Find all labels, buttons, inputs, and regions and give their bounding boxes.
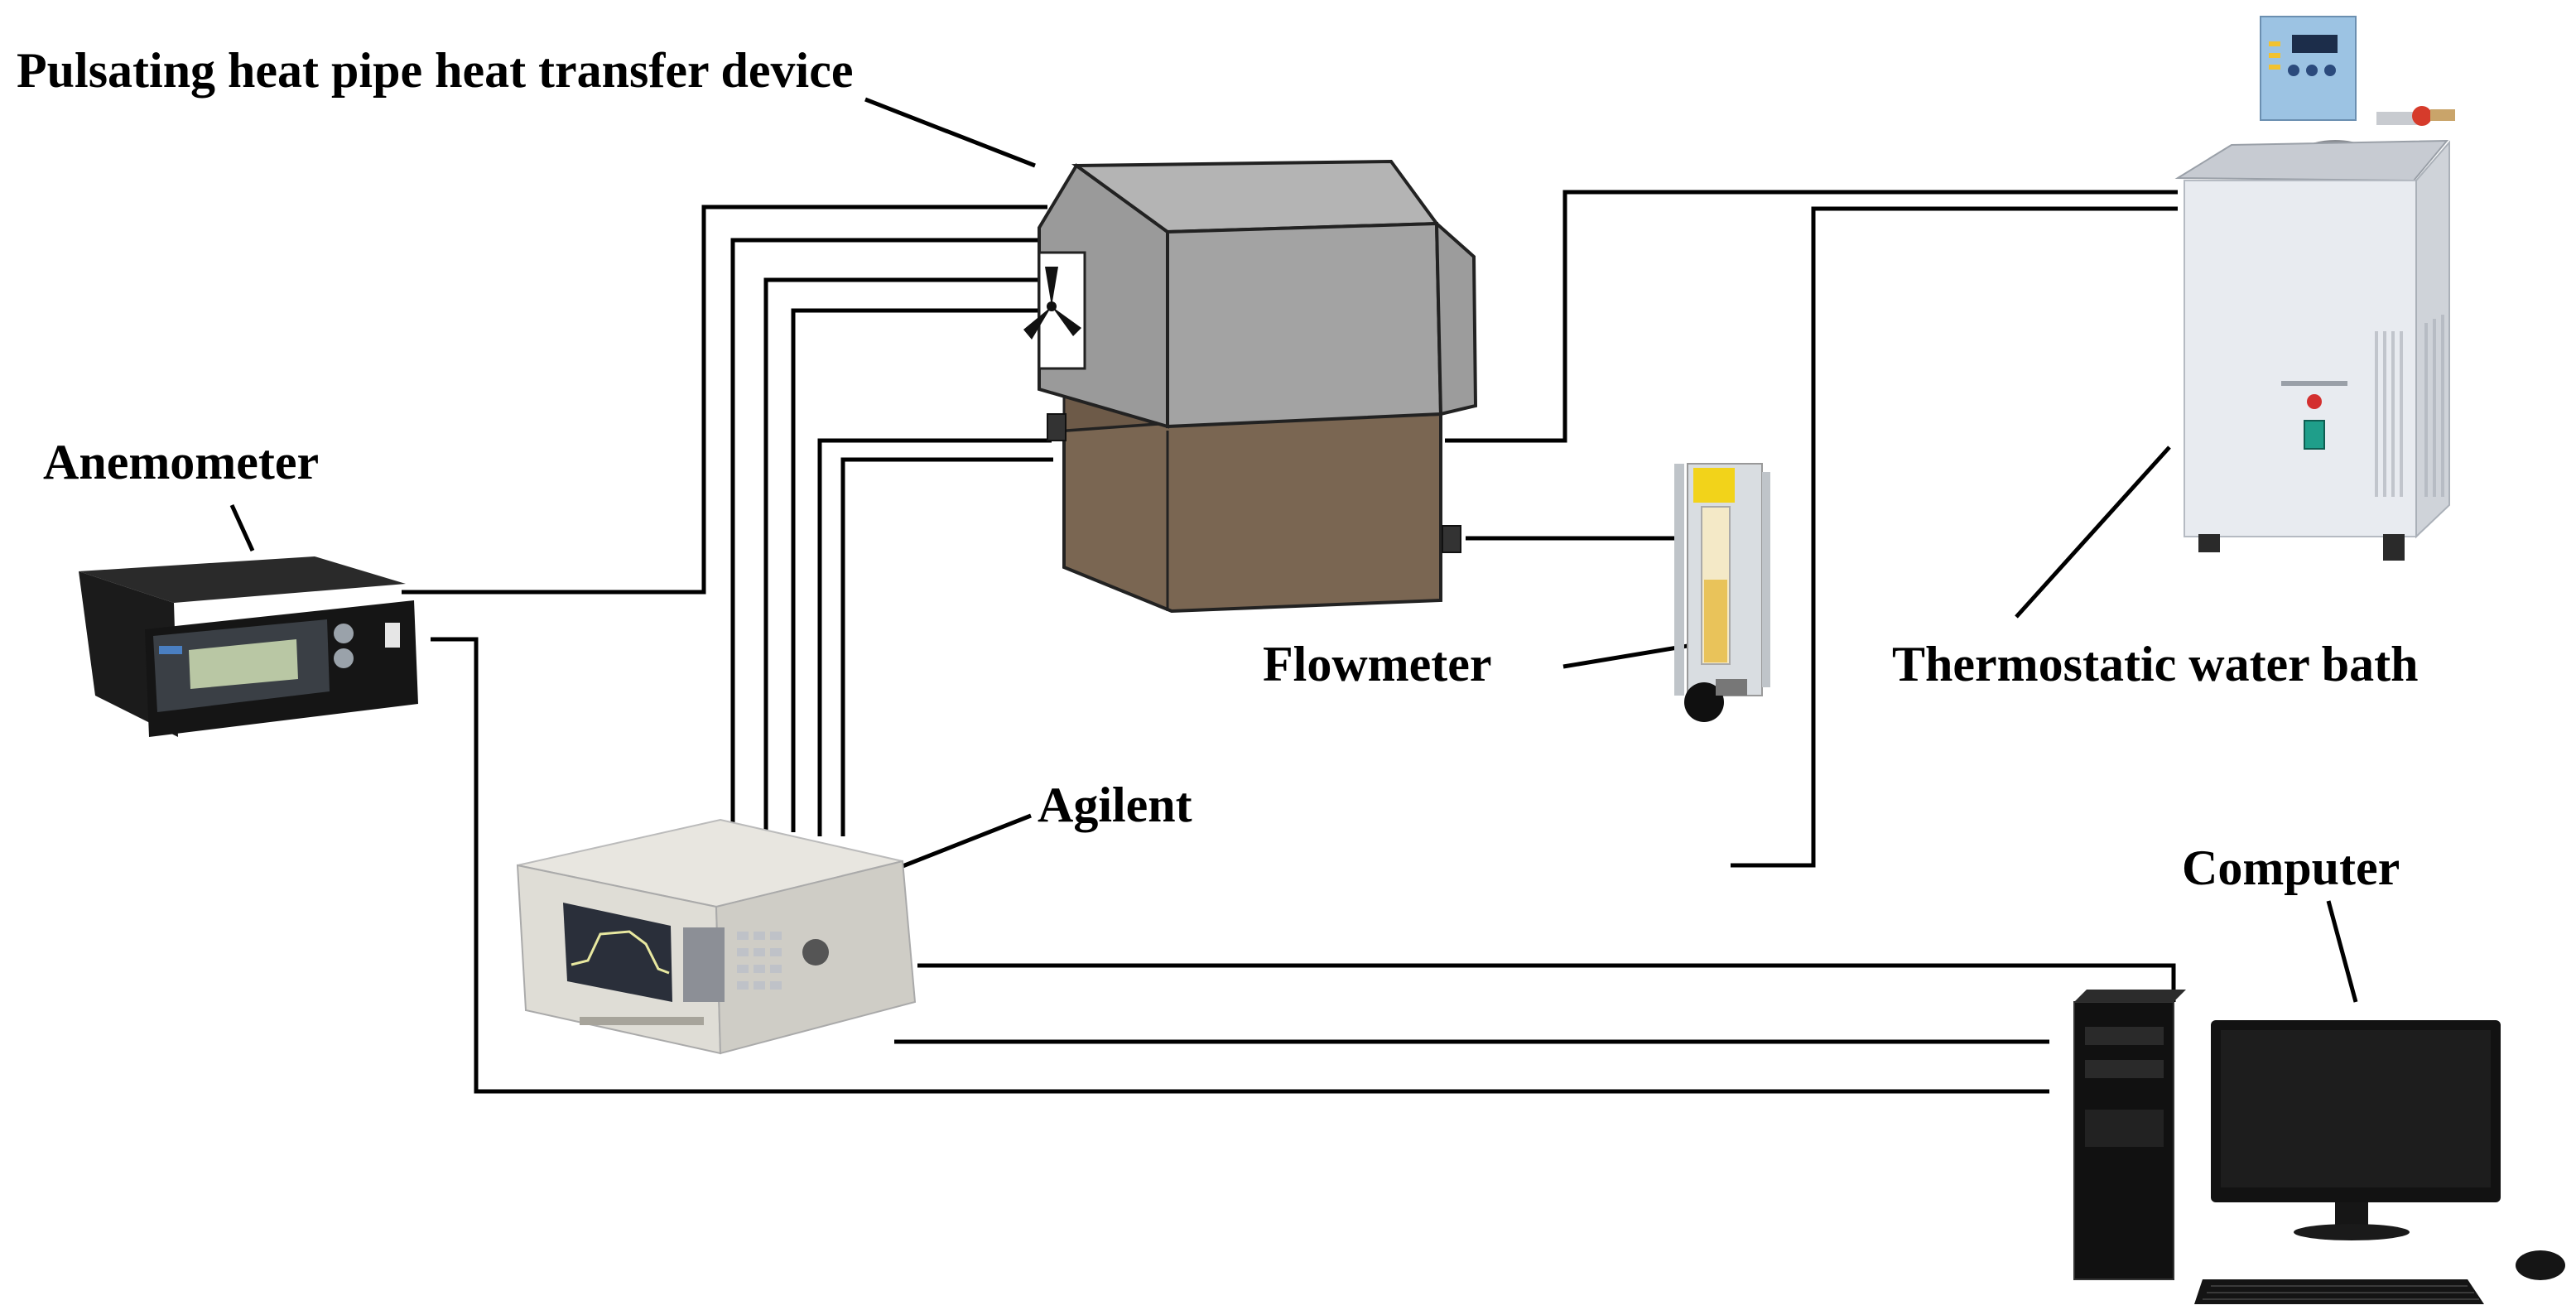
flowmeter-rail-left: [1674, 464, 1684, 696]
wire-anemometer-computer: [431, 637, 2049, 1094]
bath-ind-1: [2269, 41, 2280, 46]
bath-outlet-pipe: [2376, 112, 2422, 125]
anemometer-top: [79, 556, 406, 603]
computer-mouse: [2516, 1250, 2565, 1280]
anemometer-logo: [159, 646, 182, 654]
anemometer-switch: [385, 623, 400, 648]
bath-outlet-nozzle: [2430, 109, 2455, 121]
bath-button-3: [2324, 65, 2336, 76]
wire-bath-return: [1731, 206, 2178, 868]
bath-power-switch: [2304, 420, 2325, 450]
agilent-device: [516, 818, 917, 1055]
wire-agilent-computer-1: [917, 963, 2176, 1002]
wire-agilent-device-3: [791, 308, 1047, 832]
bath-button-1: [2288, 65, 2299, 76]
connection-wires: [402, 190, 2178, 1094]
leader-agilent: [898, 813, 1032, 870]
flowmeter-rail-right: [1762, 472, 1770, 687]
wire-agilent-device-5: [840, 457, 1053, 836]
bath-foot-left: [2198, 534, 2220, 552]
wire-agilent-device-1: [730, 238, 1047, 828]
bath-ind-2: [2269, 53, 2280, 58]
flowmeter-valve-stem: [1716, 679, 1747, 696]
agilent-label: Agilent: [1038, 778, 1192, 832]
anemometer-lcd: [189, 639, 298, 689]
leader-water-bath: [2015, 445, 2171, 619]
device-label: Pulsating heat pipe heat transfer device: [17, 43, 853, 98]
agilent-keypad: [683, 927, 725, 1002]
bath-power-lamp: [2307, 394, 2322, 409]
bath-ind-3: [2269, 65, 2280, 70]
flowmeter-cap: [1693, 468, 1735, 503]
wire-anemometer-device: [402, 205, 1047, 595]
bath-display: [2292, 35, 2338, 53]
agilent-keys: [737, 932, 782, 990]
wire-device-bath: [1445, 190, 2178, 443]
computer-front-panel: [2085, 1110, 2164, 1147]
agilent-dial: [802, 939, 829, 966]
device-port-left: [1047, 413, 1067, 441]
leader-anemometer: [229, 503, 255, 552]
device-base: [1062, 412, 1442, 614]
anemometer-knob-1: [334, 624, 354, 643]
bath-outlet-valve: [2412, 106, 2432, 126]
flowmeter-valve-knob: [1684, 682, 1724, 722]
bath-label-strip: [2281, 381, 2347, 386]
computer-keyboard-keys: [2203, 1285, 2479, 1300]
heat-pipe-device: [1023, 159, 1478, 614]
agilent-screen: [563, 903, 672, 1002]
computer-device: [2073, 990, 2565, 1304]
bath-front: [2184, 180, 2417, 537]
bath-vents: [2375, 315, 2444, 497]
computer-monitor-neck: [2335, 1202, 2368, 1227]
device-housing-flap: [1434, 219, 1478, 417]
flowmeter-label: Flowmeter: [1263, 637, 1492, 691]
bath-top: [2174, 139, 2449, 182]
bath-foot-right: [2383, 534, 2405, 561]
anemometer-device: [79, 556, 418, 737]
anemometer-label: Anemometer: [43, 435, 319, 489]
flowmeter-device: [1674, 463, 1770, 722]
fan-icon: [1023, 267, 1081, 340]
leader-computer: [2326, 900, 2358, 1003]
device-housing-side: [1166, 221, 1443, 429]
flowmeter-fluid: [1704, 580, 1727, 662]
water-bath-device: [2174, 16, 2455, 561]
computer-label: Computer: [2182, 840, 2400, 895]
agilent-spectrum-trace: [571, 930, 670, 975]
anemometer-knob-2: [334, 648, 354, 668]
computer-monitor-screen: [2221, 1030, 2491, 1187]
water-bath-label: Thermostatic water bath: [1892, 637, 2418, 691]
wire-agilent-device-4: [817, 438, 1052, 836]
leader-device: [864, 97, 1036, 168]
computer-tower-bevel: [2074, 990, 2186, 1002]
device-port-right: [1442, 525, 1461, 553]
agilent-base-trim: [580, 1017, 704, 1025]
computer-drive-bay-2: [2085, 1060, 2164, 1078]
bath-button-2: [2306, 65, 2318, 76]
computer-drive-bay-1: [2085, 1027, 2164, 1045]
wire-agilent-device-2: [763, 277, 1047, 832]
computer-monitor-stand: [2294, 1224, 2410, 1240]
